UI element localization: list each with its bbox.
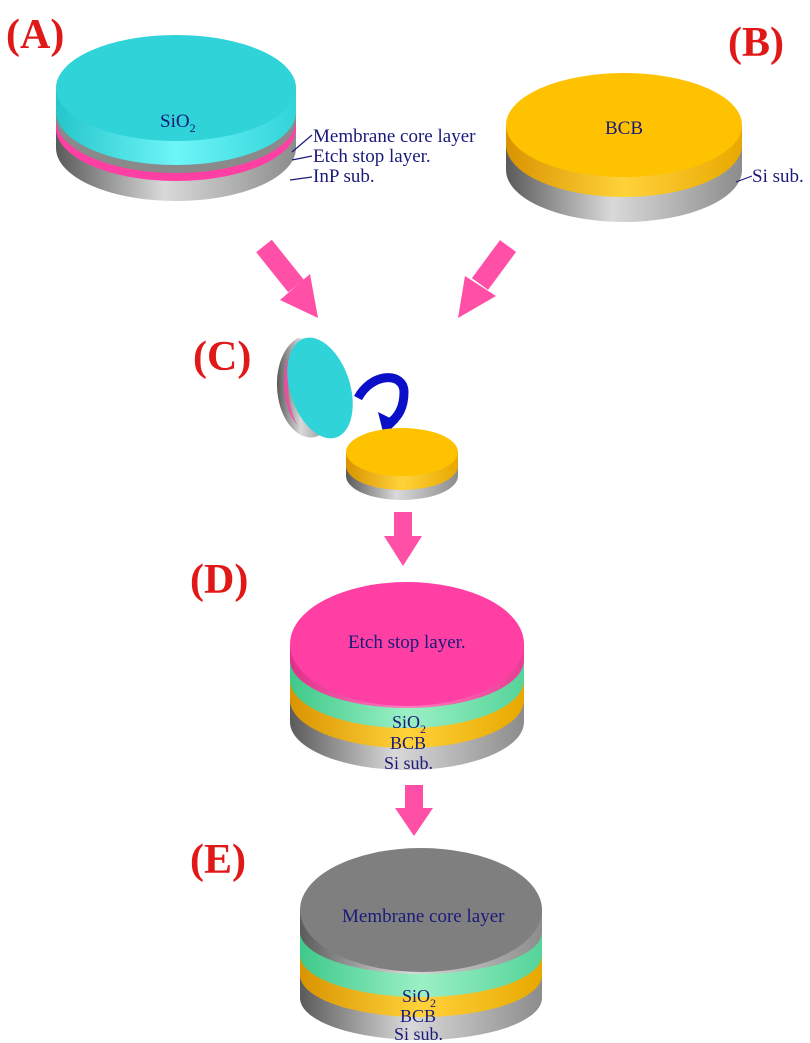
panel-e: (E) Membrane core layer SiO2 BCB Si sub. bbox=[190, 837, 542, 1043]
callout-membrane-core-layer: Membrane core layer bbox=[313, 126, 476, 147]
arrow-d-to-e bbox=[395, 785, 433, 836]
callout-line-etch-stop bbox=[291, 155, 313, 161]
callout-inp-sub: InP sub. bbox=[313, 166, 375, 187]
wafer-a-sio2-top bbox=[56, 35, 296, 141]
wafer-a-top-text: SiO2 bbox=[160, 111, 196, 135]
callout-etch-stop-layer: Etch stop layer. bbox=[313, 146, 431, 167]
callout-line-membrane bbox=[291, 134, 313, 153]
wafer-b-bcb-top bbox=[506, 73, 742, 177]
arrow-c-to-d bbox=[384, 512, 422, 566]
wafer-d-layer-sio2: SiO2 bbox=[392, 712, 426, 736]
flip-arrow-icon bbox=[354, 373, 409, 436]
wafer-e-layer-si-sub: Si sub. bbox=[394, 1024, 443, 1043]
panel-c: (C) bbox=[193, 334, 458, 500]
wafer-e-top-text: Membrane core layer bbox=[342, 906, 505, 927]
panel-d-label: (D) bbox=[190, 557, 248, 603]
wafer-e-layer-bcb: BCB bbox=[400, 1006, 436, 1026]
panel-c-label: (C) bbox=[193, 334, 251, 380]
flipped-sio2-wafer bbox=[276, 337, 353, 439]
panel-e-label: (E) bbox=[190, 837, 246, 883]
wafer-d-top-text: Etch stop layer. bbox=[348, 632, 466, 653]
panel-b: (B) BCB Si sub. bbox=[506, 20, 804, 222]
wafer-d-etch-stop-top bbox=[290, 582, 524, 706]
wafer-d-layer-bcb: BCB bbox=[390, 733, 426, 753]
wafer-e-layer-sio2: SiO2 bbox=[402, 986, 436, 1010]
wafer-e-membrane-top bbox=[300, 848, 542, 972]
small-bcb-wafer bbox=[346, 428, 458, 500]
panel-a: (A) SiO2 Membrane core layer Etch stop l… bbox=[6, 12, 476, 201]
wafer-d-layer-si-sub: Si sub. bbox=[384, 753, 433, 773]
panel-a-label: (A) bbox=[6, 12, 64, 58]
panel-b-label: (B) bbox=[728, 20, 784, 66]
arrow-a-to-c bbox=[256, 239, 318, 318]
panel-d: (D) Etch stop layer. SiO2 BCB Si sub. bbox=[190, 557, 524, 773]
wafer-b-top-text: BCB bbox=[605, 118, 643, 139]
callout-line-inp bbox=[289, 176, 313, 181]
arrow-b-to-c bbox=[458, 240, 517, 318]
callout-line-si-sub-b bbox=[735, 175, 753, 183]
callout-si-sub: Si sub. bbox=[752, 166, 804, 187]
